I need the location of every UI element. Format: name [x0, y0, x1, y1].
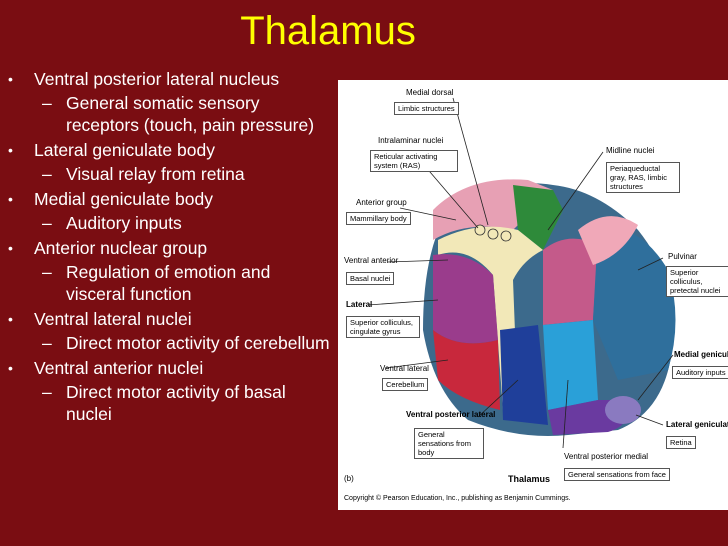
vpm-box: General sensations from face [564, 468, 670, 481]
leader-line [562, 379, 569, 449]
pulvinar-label: Pulvinar [668, 252, 697, 261]
sub-bullet-text: Regulation of emotion and visceral funct… [66, 262, 271, 304]
bullet-item: •Anterior nuclear group [8, 238, 208, 258]
leader-line [399, 207, 457, 221]
lateral-region [433, 254, 498, 344]
bullet-text: Medial geniculate body [34, 189, 214, 209]
figure-caption: Thalamus [508, 474, 551, 484]
leader-line [385, 359, 449, 369]
bullet-text: Lateral geniculate body [34, 140, 215, 160]
leader-line [547, 151, 604, 231]
lateral-box: Superior colliculus, cingulate gyrus [346, 316, 420, 338]
midline-label: Midline nuclei [606, 146, 655, 155]
pulvinar-region [593, 228, 676, 380]
ventral-lateral-box: Cerebellum [382, 378, 429, 391]
medial-dorsal-region [513, 185, 563, 250]
medial-geniculate-box: Auditory inputs [672, 366, 728, 379]
geniculate-bump [605, 396, 641, 424]
sub-bullet-item: –General somatic sensory receptors (touc… [42, 93, 315, 135]
bullet-item: •Ventral posterior lateral nucleus [8, 69, 280, 89]
pulvinar-top [578, 216, 638, 265]
intralaminar-dot [487, 228, 499, 240]
sub-bullet-text: General somatic sensory receptors (touch… [66, 93, 315, 135]
leader-line [452, 97, 489, 226]
sub-bullet-text: Direct motor activity of basal nuclei [66, 382, 286, 424]
thalamus-diagram: Medial dorsal Limbic structures Intralam… [338, 80, 728, 510]
ventral-lateral-region [433, 330, 500, 410]
slide-title: Thalamus [240, 9, 416, 53]
ventral-anterior-label: Ventral anterior [344, 256, 399, 265]
ventral-lateral-label: Ventral lateral [380, 364, 429, 373]
ventral-anterior-box: Basal nuclei [346, 272, 395, 285]
medial-dorsal-label: Medial dorsal [406, 88, 454, 97]
sub-bullet-text: Direct motor activity of cerebellum [66, 333, 330, 353]
leader-line [637, 354, 674, 401]
sub-bullet-text: Visual relay from retina [66, 164, 245, 184]
leader-line [637, 257, 664, 271]
thalamus-illustration [367, 97, 676, 449]
sub-bullet-item: –Regulation of emotion and visceral func… [42, 262, 271, 304]
bullet-text: Ventral lateral nuclei [34, 309, 192, 329]
intralaminar-dot [500, 230, 512, 242]
sub-bullet-item: –Direct motor activity of cerebellum [42, 333, 330, 353]
leader-line [477, 379, 519, 418]
lateral-geniculate-label: Lateral geniculate [666, 420, 728, 429]
leader-line [387, 259, 449, 263]
internal-lamina [438, 226, 543, 410]
bullet-text: Anterior nuclear group [34, 238, 208, 258]
bullet-text: Ventral posterior lateral nucleus [34, 69, 280, 89]
bullet-item: •Lateral geniculate body [8, 140, 215, 160]
pulvinar-box: Superior colliculus, pretectal nuclei [666, 266, 728, 297]
midline-region [543, 238, 598, 325]
intralaminar-box: Reticular activating system (RAS) [370, 150, 458, 172]
anterior-group-label: Anterior group [356, 198, 407, 207]
leader-line [367, 299, 439, 306]
panel-label: (b) [344, 474, 354, 483]
bullet-item: •Ventral lateral nuclei [8, 309, 192, 329]
medial-dorsal-box: Limbic structures [394, 102, 459, 115]
bullet-item: •Medial geniculate body [8, 189, 214, 209]
vpm-region [543, 320, 598, 410]
sub-bullet-item: –Direct motor activity of basal nuclei [42, 382, 286, 424]
lateral-geniculate-box: Retina [666, 436, 696, 449]
sub-bullet-item: –Visual relay from retina [42, 164, 245, 184]
bullet-text: Ventral anterior nuclei [34, 358, 204, 378]
vpl-label: Ventral posterior lateral [406, 410, 496, 419]
vpl-region [500, 325, 548, 425]
midline-box: Periaqueductal gray, RAS, limbic structu… [606, 162, 680, 193]
vpm-label: Ventral posterior medial [564, 452, 649, 461]
bullet-list: •Ventral posterior lateral nucleus –Gene… [8, 68, 334, 428]
medial-geniculate-label: Medial geniculate [674, 350, 728, 359]
sub-bullet-text: Auditory inputs [66, 213, 182, 233]
bullet-item: •Ventral anterior nuclei [8, 358, 204, 378]
intralaminar-label: Intralaminar nuclei [378, 136, 444, 145]
sub-bullet-item: –Auditory inputs [42, 213, 182, 233]
copyright-text: Copyright © Pearson Education, Inc., pub… [344, 495, 571, 502]
leader-line [635, 414, 664, 426]
lateral-label: Lateral [346, 300, 373, 309]
vpl-box: General sensations from body [414, 428, 484, 459]
anterior-group-box: Mammillary body [346, 212, 411, 225]
